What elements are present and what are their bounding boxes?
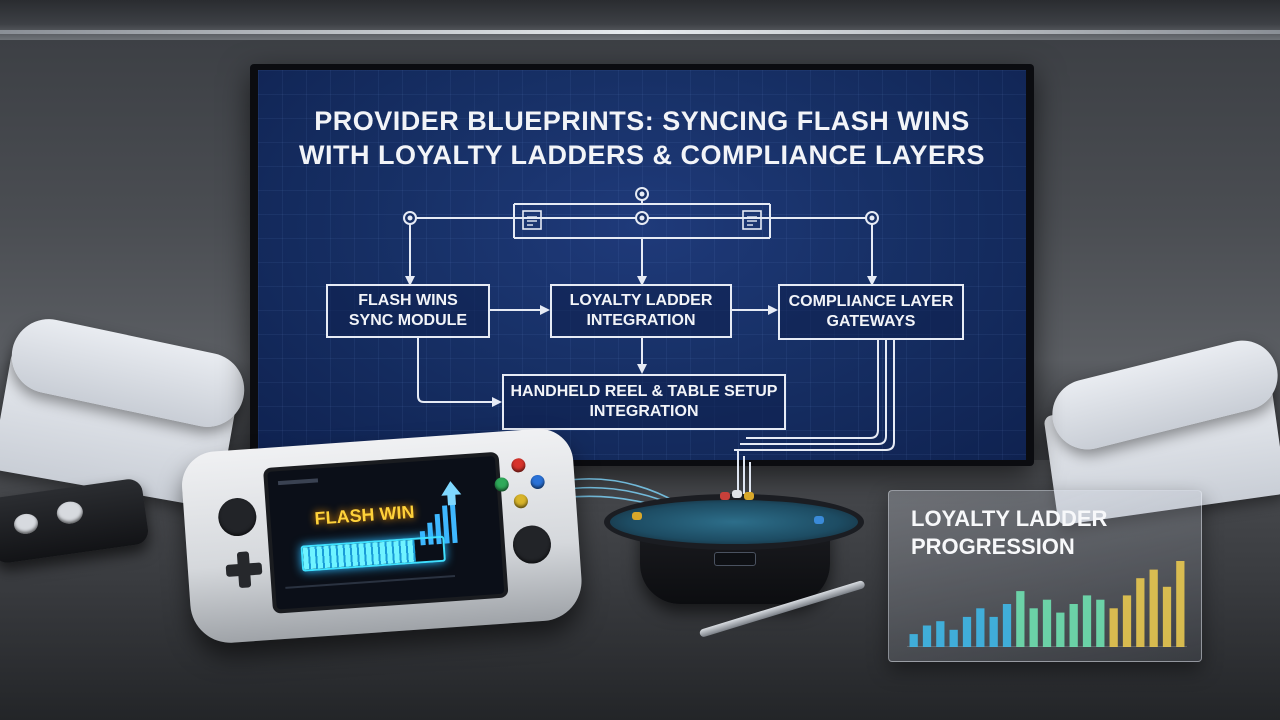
controller-button: [12, 512, 40, 536]
chip-stack: [632, 512, 642, 520]
box-label-line1: COMPLIANCE LAYER: [788, 293, 954, 310]
blueprint-screen: PROVIDER BLUEPRINTS: SYNCING FLASH WINS …: [258, 70, 1026, 460]
ceiling-light-strip: [0, 30, 1280, 34]
box-label-line2: INTEGRATION: [586, 312, 696, 329]
loyalty-ladder-integration-box: LOYALTY LADDER INTEGRATION: [550, 284, 732, 338]
screen-footer-bar: [285, 575, 456, 589]
monitor: PROVIDER BLUEPRINTS: SYNCING FLASH WINS …: [250, 64, 1034, 466]
button-green[interactable]: [494, 477, 510, 492]
chart-bar: [922, 625, 932, 647]
table-display-panel: [714, 552, 756, 566]
handheld-screen: FLASH WIN: [262, 451, 509, 614]
loyalty-ladder-title-line2: PROGRESSION: [911, 534, 1075, 559]
button-blue[interactable]: [530, 474, 546, 490]
chart-bar: [1109, 608, 1118, 647]
handheld-reel-table-setup-box: HANDHELD REEL & TABLE SETUP INTEGRATION: [502, 374, 786, 430]
flash-win-progress-bar: [300, 535, 446, 572]
chart-bar: [1162, 586, 1172, 647]
chip-stack: [814, 516, 824, 524]
rising-arrow-icon: [419, 481, 462, 546]
chart-bar: [949, 629, 958, 647]
screen-title: PROVIDER BLUEPRINTS: SYNCING FLASH WINS …: [258, 104, 1026, 172]
left-joystick[interactable]: [217, 496, 258, 538]
chart-bar: [1176, 561, 1185, 647]
chart-bar: [1082, 595, 1092, 647]
chart-bar: [1056, 612, 1065, 647]
box-label-line2: SYNC MODULE: [348, 312, 468, 329]
loyalty-ladder-panel: LOYALTY LADDER PROGRESSION: [888, 490, 1202, 662]
box-label-line2: INTEGRATION: [589, 403, 699, 420]
flow-connectors: [403, 187, 895, 451]
box-label-line1: HANDHELD REEL & TABLE SETUP: [510, 383, 778, 400]
screen-status-indicator: [277, 478, 319, 486]
chip-stack: [732, 490, 742, 498]
chart-bar: [976, 608, 985, 647]
chart-bar: [1042, 599, 1052, 647]
chart-bar: [1122, 595, 1132, 647]
box-label-line2: GATEWAYS: [826, 313, 916, 330]
screen-title-line2: WITH LOYALTY LADDERS & COMPLIANCE LAYERS: [298, 140, 986, 170]
document-icon: [742, 210, 762, 230]
chart-bar: [936, 621, 945, 647]
handheld-console: FLASH WIN: [179, 426, 585, 646]
dpad-icon[interactable]: [236, 551, 252, 589]
chart-bar: [1029, 608, 1038, 647]
loyalty-ladder-chart: [907, 561, 1187, 647]
chart-bar: [1002, 604, 1012, 647]
chart-bar: [989, 616, 998, 647]
chip-stack: [720, 492, 730, 500]
chart-bar: [1136, 578, 1145, 647]
box-label-line1: FLASH WINS: [358, 292, 458, 309]
button-red[interactable]: [510, 457, 526, 473]
chart-bar: [909, 634, 918, 647]
screen-title-line1: PROVIDER BLUEPRINTS: SYNCING FLASH WINS: [314, 106, 970, 136]
chart-bar: [1069, 604, 1078, 647]
button-yellow[interactable]: [513, 493, 529, 509]
box-label-line1: LOYALTY LADDER: [569, 292, 713, 309]
flash-wins-sync-module-box: FLASH WINS SYNC MODULE: [326, 284, 490, 338]
chart-bar: [1096, 599, 1105, 647]
document-icon: [522, 210, 542, 230]
compliance-layer-gateways-box: COMPLIANCE LAYER GATEWAYS: [778, 284, 964, 340]
chip-stack: [744, 492, 754, 500]
casino-table-top: [604, 494, 864, 550]
chart-bar: [1149, 569, 1158, 647]
right-joystick[interactable]: [511, 524, 553, 565]
loyalty-ladder-title: LOYALTY LADDER PROGRESSION: [911, 505, 1107, 561]
chart-bar: [1016, 591, 1025, 647]
flash-win-progress-fill: [302, 539, 416, 570]
flash-win-text: FLASH WIN: [313, 501, 416, 529]
controller-button: [55, 499, 85, 526]
loyalty-ladder-title-line1: LOYALTY LADDER: [911, 506, 1108, 531]
chart-bar: [962, 616, 972, 647]
wall-background: [0, 0, 1280, 40]
